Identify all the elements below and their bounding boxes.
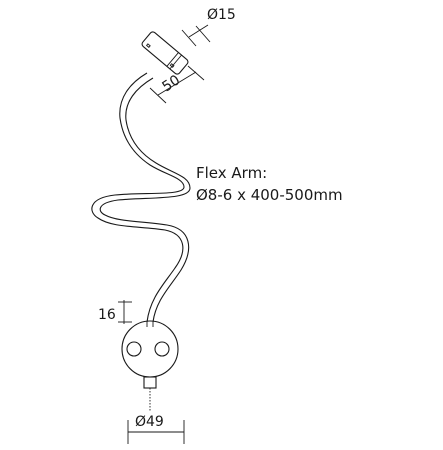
base-height-label: 16 [98,307,116,323]
lamp-base [121,320,179,378]
dimension-head-length: 50 [149,65,205,104]
dimension-head-diameter: Ø15 [181,7,236,47]
flex-arm-title: Flex Arm: [196,164,267,182]
flex-arm-spec: Ø8-6 x 400-500mm [196,186,343,204]
head-diameter-label: Ø15 [207,7,236,23]
dimension-base-diameter: Ø49 [127,414,185,444]
pull-switch [143,376,157,412]
dimension-base-height: 16 [98,300,132,324]
base-diameter-label: Ø49 [135,414,164,430]
flex-arm [91,72,191,323]
lamp-head [141,31,189,75]
